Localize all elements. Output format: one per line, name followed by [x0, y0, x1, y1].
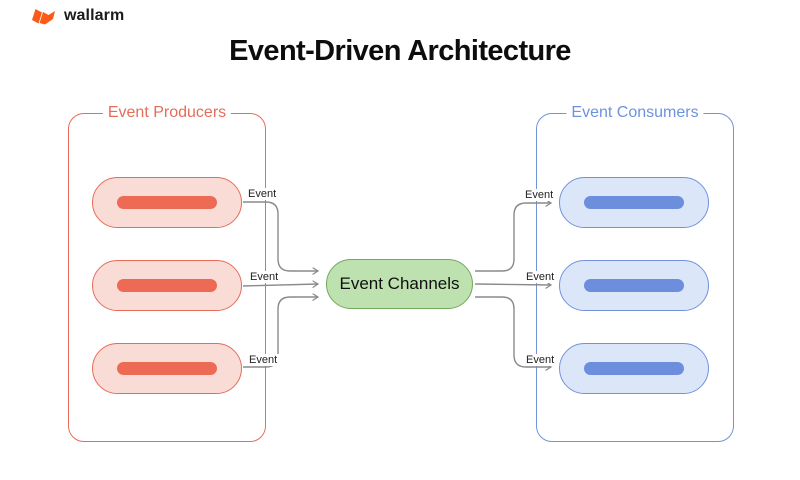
edge-label-event-2: Event [248, 271, 281, 283]
event-consumers-group: Event Consumers [536, 104, 734, 442]
edge-label-event-1: Event [246, 188, 279, 200]
event-channels-node: Event Channels [326, 259, 473, 309]
event-producers-label: Event Producers [102, 104, 232, 122]
wallarm-logo-text: wallarm [64, 7, 125, 24]
producer-node-1 [92, 177, 242, 228]
producer-node-3-bar [117, 362, 217, 375]
wallarm-flag-icon [31, 7, 57, 25]
edge-label-event-6: Event [524, 354, 557, 366]
consumer-node-3-bar [584, 362, 684, 375]
edge-label-event-5: Event [524, 271, 557, 283]
event-channels-label: Event Channels [339, 274, 460, 293]
edge-label-event-4: Event [523, 189, 556, 201]
page-title: Event-Driven Architecture [229, 35, 571, 67]
producer-node-2 [92, 260, 242, 311]
edge-label-event-3: Event [247, 354, 280, 366]
producer-node-1-bar [117, 196, 217, 209]
consumer-node-1-bar [584, 196, 684, 209]
producer-node-3 [92, 343, 242, 394]
consumer-node-1 [559, 177, 709, 228]
event-consumers-label: Event Consumers [566, 104, 704, 122]
consumer-node-3 [559, 343, 709, 394]
consumer-node-2-bar [584, 279, 684, 292]
wallarm-logo: wallarm [31, 7, 124, 25]
consumer-node-2 [559, 260, 709, 311]
event-producers-group: Event Producers [68, 104, 266, 442]
producer-node-2-bar [117, 279, 217, 292]
